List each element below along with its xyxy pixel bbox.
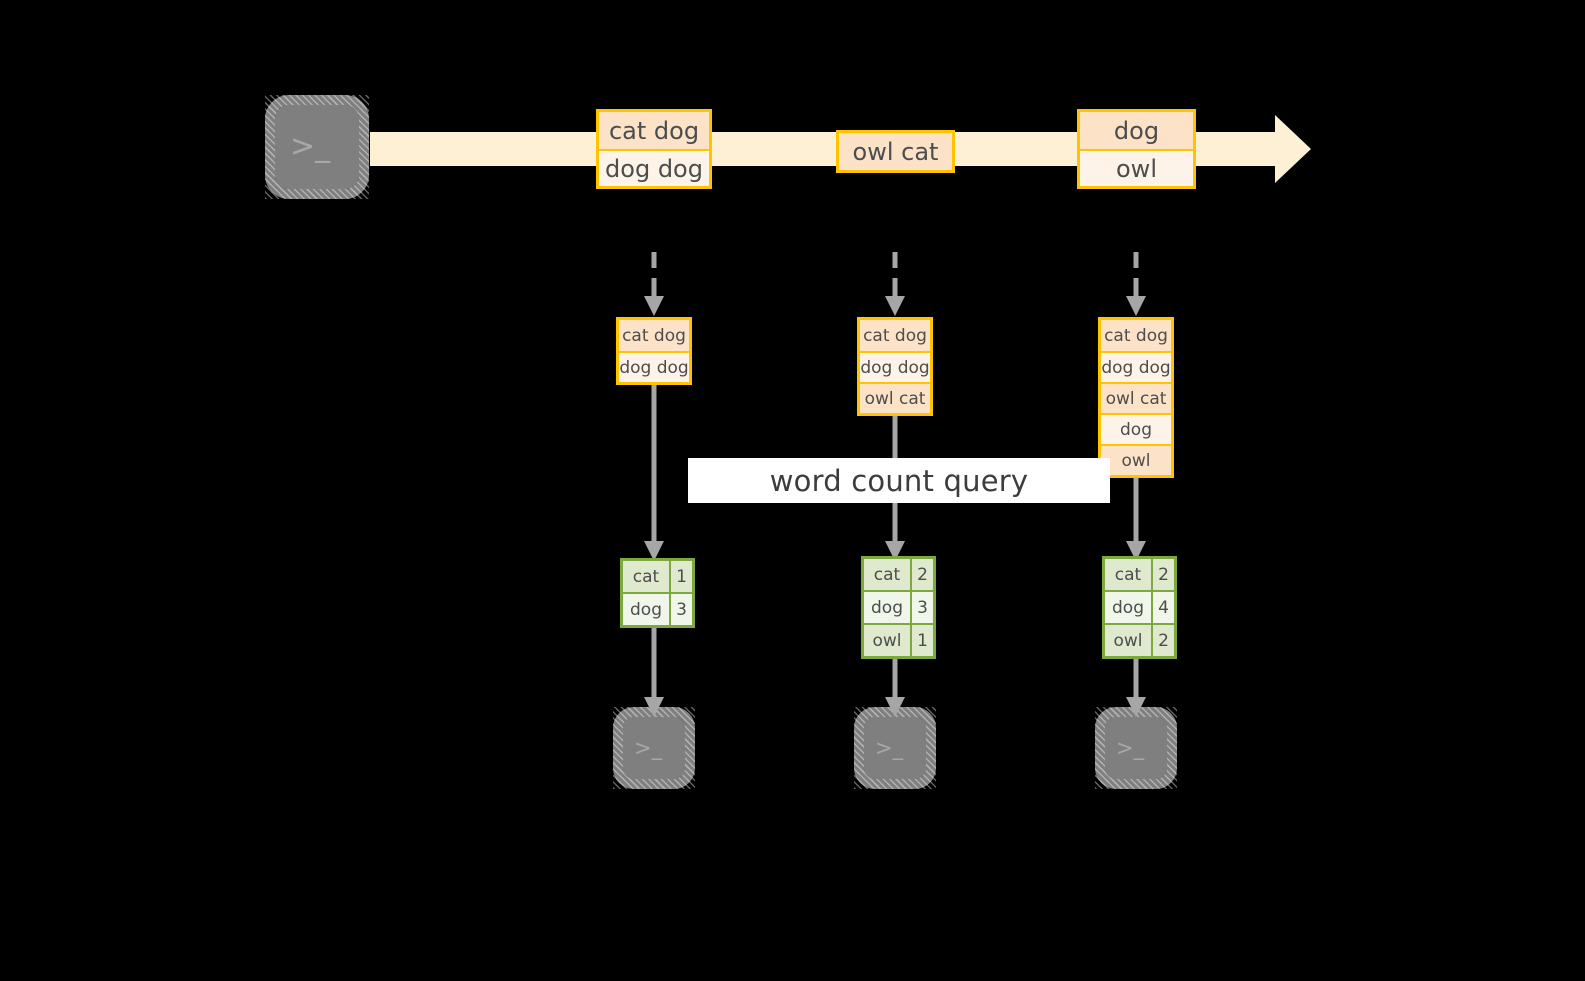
record-line: cat dog [619, 320, 689, 351]
result-count: 1 [669, 561, 692, 592]
result-count: 2 [910, 559, 933, 590]
dashed-down-arrow-icon [1126, 252, 1146, 316]
result-count: 4 [1151, 592, 1174, 623]
output-down-arrow-icon-1 [644, 625, 664, 717]
terminal-body [623, 717, 685, 779]
record-line: owl [1101, 444, 1171, 475]
table-row: dog 3 [623, 592, 692, 625]
output-down-arrow-icon-2 [885, 653, 905, 717]
table-row: cat 2 [1105, 559, 1174, 590]
sink-terminal-icon-2: >_ [854, 707, 936, 789]
source-terminal-icon: >_ [265, 95, 369, 199]
table-row: dog 4 [1105, 590, 1174, 623]
table-row: cat 2 [864, 559, 933, 590]
query-banner-label: word count query [769, 463, 1029, 498]
stream-batch-1: cat dog dog dog [596, 109, 712, 189]
output-down-arrow-icon-3 [1126, 653, 1146, 717]
result-word: cat [1105, 559, 1151, 590]
result-table-1: cat 1 dog 3 [620, 558, 695, 628]
dashed-down-arrow-icon [885, 252, 905, 316]
record-line: owl cat [1101, 382, 1171, 413]
stream-record-line: dog [1080, 112, 1193, 149]
dashed-down-arrow-icon [644, 252, 664, 316]
record-line: cat dog [1101, 320, 1171, 351]
stream-record-line: owl cat [839, 133, 952, 170]
result-word: owl [864, 625, 910, 656]
result-count: 2 [1151, 559, 1174, 590]
stream-batch-3: dog owl [1077, 109, 1196, 189]
record-line: owl cat [860, 382, 930, 413]
result-word: dog [623, 594, 669, 625]
accumulated-records-3: cat dog dog dog owl cat dog owl [1098, 317, 1174, 478]
result-word: dog [864, 592, 910, 623]
result-word: dog [1105, 592, 1151, 623]
table-row: owl 1 [864, 623, 933, 656]
stream-record-line: dog dog [599, 149, 709, 186]
terminal-body [1105, 717, 1167, 779]
terminal-body [864, 717, 926, 779]
result-count: 1 [910, 625, 933, 656]
query-banner: word count query [688, 458, 1110, 503]
terminal-prompt-label: >_ [634, 736, 663, 760]
stream-record-line: cat dog [599, 112, 709, 149]
result-table-2: cat 2 dog 3 owl 1 [861, 556, 936, 659]
record-line: dog dog [619, 351, 689, 382]
query-down-arrow-icon-3 [1126, 475, 1146, 561]
result-count: 3 [910, 592, 933, 623]
result-word: cat [623, 561, 669, 592]
terminal-prompt-label: >_ [290, 129, 331, 164]
result-count: 3 [669, 594, 692, 625]
terminal-prompt-label: >_ [875, 736, 904, 760]
table-row: cat 1 [623, 561, 692, 592]
terminal-body [275, 105, 359, 189]
sink-terminal-icon-3: >_ [1095, 707, 1177, 789]
result-word: owl [1105, 625, 1151, 656]
result-count: 2 [1151, 625, 1174, 656]
record-line: dog dog [1101, 351, 1171, 382]
accumulated-records-2: cat dog dog dog owl cat [857, 317, 933, 416]
accumulated-records-1: cat dog dog dog [616, 317, 692, 385]
sink-terminal-icon-1: >_ [613, 707, 695, 789]
stream-batch-2: owl cat [836, 130, 955, 173]
query-down-arrow-icon-1 [644, 381, 664, 561]
record-line: dog dog [860, 351, 930, 382]
table-row: owl 2 [1105, 623, 1174, 656]
record-line: dog [1101, 413, 1171, 444]
record-line: cat dog [860, 320, 930, 351]
result-table-3: cat 2 dog 4 owl 2 [1102, 556, 1177, 659]
stream-record-line: owl [1080, 149, 1193, 186]
terminal-prompt-label: >_ [1116, 736, 1145, 760]
table-row: dog 3 [864, 590, 933, 623]
result-word: cat [864, 559, 910, 590]
